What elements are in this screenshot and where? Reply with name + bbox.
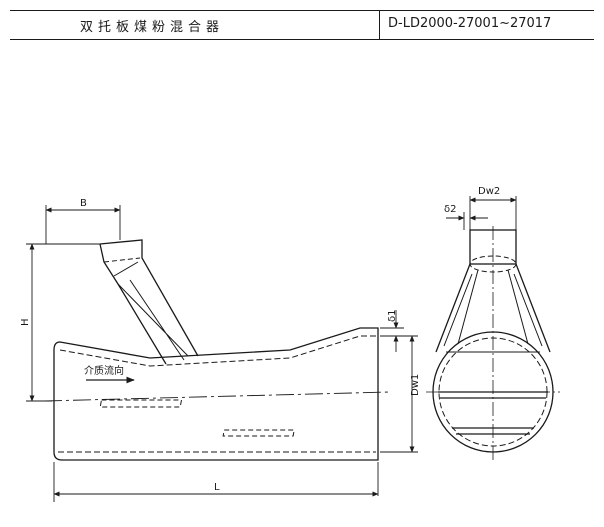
inlet-branch-dashed	[103, 257, 141, 263]
label-h: H	[20, 318, 31, 326]
label-dw1: Dw1	[410, 374, 421, 396]
label-dw2: Dw2	[478, 186, 500, 197]
title-block: 双托板煤粉混合器 D-LD2000-27001~27017	[10, 10, 594, 40]
label-b: B	[80, 198, 87, 209]
label-delta2: δ2	[444, 204, 456, 215]
side-view	[26, 205, 418, 502]
inlet-branch	[99, 239, 199, 365]
pipe-inner-top	[59, 335, 376, 367]
pipe-outline	[53, 327, 379, 461]
pipe-centerline	[43, 391, 391, 402]
baffle-plate-1	[99, 399, 183, 408]
title-divider	[379, 11, 380, 39]
transition-cone	[435, 263, 551, 353]
transition-inner	[443, 269, 543, 347]
label-delta1: δ1	[387, 310, 398, 322]
label-flow-direction: 介质流向	[84, 364, 124, 377]
drawing-title: 双托板煤粉混合器	[80, 20, 225, 35]
inlet-branch-inner	[113, 261, 189, 361]
drawing-code: D-LD2000-27001~27017	[388, 16, 552, 31]
label-l: L	[214, 482, 220, 493]
baffle-plate-2	[222, 429, 295, 437]
end-view	[426, 196, 560, 462]
